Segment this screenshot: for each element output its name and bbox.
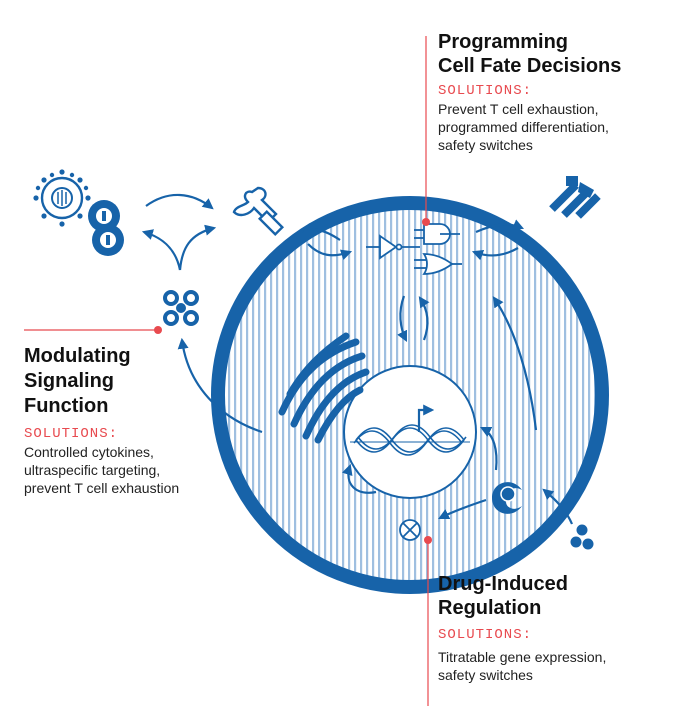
- modulating-body-line1: Controlled cytokines,: [24, 444, 154, 460]
- drug-solutions-label: SOLUTIONS:: [438, 627, 533, 643]
- section-modulating: Modulating Signaling Function SOLUTIONS:…: [24, 344, 264, 497]
- modulating-body-line2: ultraspecific targeting,: [24, 462, 161, 478]
- section-drug: Drug-Induced Regulation SOLUTIONS: Titra…: [438, 572, 693, 684]
- modulating-title-line2: Signaling: [24, 370, 114, 392]
- signal-complex-icon: [163, 290, 199, 326]
- proteasome-icon: [492, 482, 522, 514]
- receptor-icon: [232, 186, 285, 237]
- callout-dots: [154, 218, 432, 544]
- section-programming: Programming Cell Fate Decisions SOLUTION…: [438, 30, 693, 154]
- internal-arrows: [302, 219, 538, 519]
- drug-title-line2: Regulation: [438, 597, 542, 619]
- drug-molecule-icon: [569, 523, 595, 551]
- modulating-title-line1: Modulating: [24, 345, 131, 367]
- programming-title-line1: Programming: [438, 31, 569, 53]
- target-cell-icon: [88, 200, 124, 256]
- nucleus-icon: [343, 365, 477, 499]
- drug-body-line2: safety switches: [438, 667, 533, 683]
- programming-body-line3: safety switches: [438, 137, 533, 153]
- modulating-solutions-label: SOLUTIONS:: [24, 426, 119, 442]
- modulating-body-line3: prevent T cell exhaustion: [24, 480, 180, 496]
- modulating-title-line3: Function: [24, 395, 109, 417]
- drug-title-line1: Drug-Induced: [438, 573, 568, 595]
- inhibitor-icon: [399, 519, 421, 541]
- virus-icon: [33, 169, 91, 227]
- programming-body-line2: programmed differentiation,: [438, 119, 609, 135]
- promoter-arrow-icon: [417, 404, 435, 432]
- logic-gate-icon: [366, 223, 462, 275]
- external-arrows: [141, 193, 263, 434]
- dna-icon: [350, 424, 470, 456]
- programming-body-line1: Prevent T cell exhaustion,: [438, 101, 599, 117]
- endoplasmic-reticulum-icon: [278, 332, 370, 444]
- callout-lines: [24, 36, 429, 706]
- programming-solutions-label: SOLUTIONS:: [438, 83, 533, 99]
- drug-entry-arrow: [542, 488, 574, 525]
- car-receptor-icon: [549, 176, 601, 219]
- programming-title-line2: Cell Fate Decisions: [438, 55, 622, 77]
- drug-body-line1: Titratable gene expression,: [438, 649, 607, 665]
